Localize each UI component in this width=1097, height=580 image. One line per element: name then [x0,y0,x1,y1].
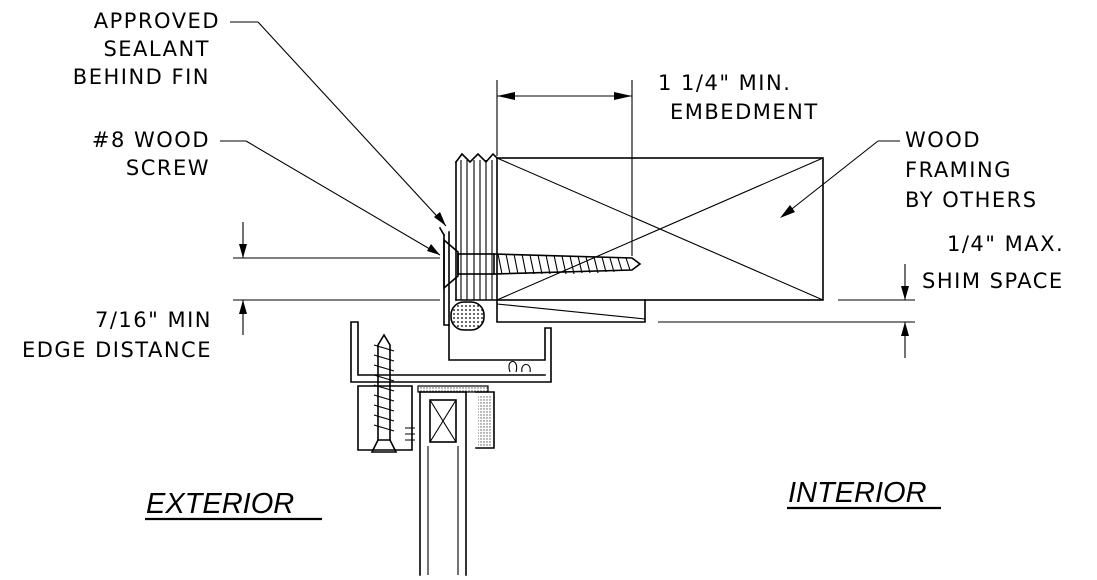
sealant-bead [450,301,485,331]
wood-screw [443,238,642,290]
embedment-dimension [496,80,633,256]
embedment-label-line-2: EMBEDMENT [670,100,819,124]
framing-label-line-3: BY OTHERS [905,188,1038,212]
shim-label-line-1: 1/4" MAX. [947,232,1064,256]
embedment-label: 1 1/4" MIN. EMBEDMENT [658,71,819,124]
edge-distance-label: 7/16" MIN EDGE DISTANCE [22,308,212,362]
edge-distance-dimension [233,222,440,335]
framing-label: WOOD FRAMING BY OTHERS [905,128,1038,212]
framing-label-line-1: WOOD [905,128,981,152]
edge-distance-label-line-1: 7/16" MIN [95,308,212,332]
sealant-label-line-2: SEALANT [103,37,210,61]
embedment-label-line-1: 1 1/4" MIN. [658,71,791,95]
wood-framing [496,157,824,301]
sealant-label-line-3: BEHIND FIN [73,65,210,89]
frame-screw [370,333,415,453]
glazing-unit [419,391,467,576]
screw-label-line-1: #8 WOOD [92,128,210,152]
shim-label: 1/4" MAX. SHIM SPACE [922,232,1064,293]
sheathing-layers [454,152,499,301]
shim-dimension [658,264,915,358]
shim [496,299,646,323]
exterior-label: EXTERIOR [146,488,294,520]
sealant-label-line-1: APPROVED [94,9,220,33]
edge-distance-label-line-2: EDGE DISTANCE [22,338,212,362]
interior-label: INTERIOR [788,477,927,509]
screw-label: #8 WOOD SCREW [92,128,210,180]
window-frame [350,321,552,451]
shim-label-line-2: SHIM SPACE [922,269,1064,293]
framing-label-line-2: FRAMING [905,158,1012,182]
screw-label-line-2: SCREW [126,156,210,180]
sealant-label: APPROVED SEALANT BEHIND FIN [73,9,220,89]
leaders [220,21,900,256]
